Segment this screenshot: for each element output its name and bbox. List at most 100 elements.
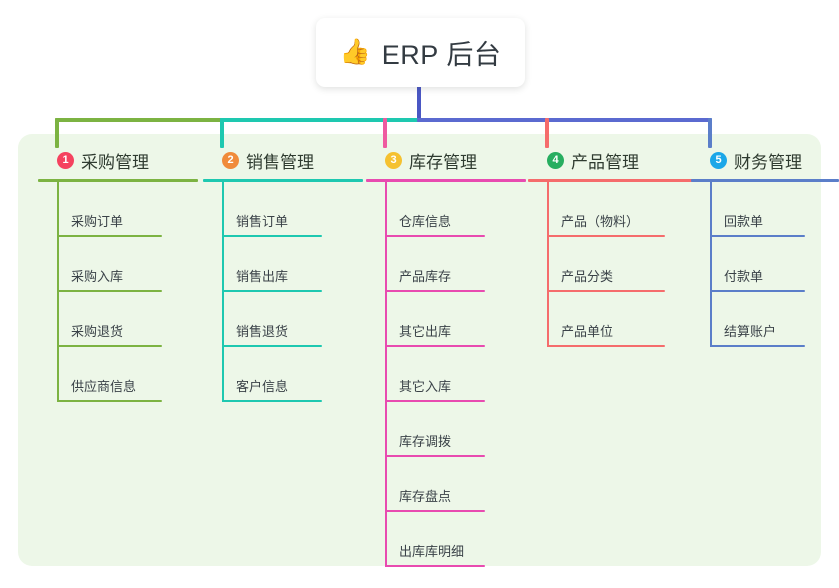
root-node-title: ERP 后台 bbox=[381, 40, 502, 70]
branch-item-label: 采购订单 bbox=[71, 214, 124, 229]
branch-spine bbox=[385, 182, 387, 567]
diagram-panel bbox=[18, 134, 821, 566]
branch-header-rule bbox=[366, 179, 526, 182]
branch-item[interactable]: 客户信息 bbox=[203, 347, 363, 402]
branch-item[interactable]: 销售订单 bbox=[203, 182, 363, 237]
branch-header-财务管理[interactable]: 5 财务管理 bbox=[691, 148, 839, 172]
branch-header-rule bbox=[691, 179, 839, 182]
branch-item-rule bbox=[385, 235, 485, 237]
branch-item-list: 产品（物料） 产品分类产品单位 bbox=[528, 182, 698, 347]
branch-item-rule bbox=[385, 290, 485, 292]
branch-item[interactable]: 其它入库 bbox=[366, 347, 526, 402]
branch-title: 销售管理 bbox=[246, 152, 314, 172]
branch-column-财务管理[interactable]: 5 财务管理回款单付款单结算账户 bbox=[691, 148, 839, 347]
branch-number-badge: 3 bbox=[385, 151, 402, 169]
branch-header-rule bbox=[203, 179, 363, 182]
branch-item[interactable]: 出库库明细 bbox=[366, 512, 526, 567]
branch-item-label: 仓库信息 bbox=[399, 214, 452, 229]
branch-item-label: 其它出库 bbox=[399, 324, 452, 339]
branch-item-list: 采购订单采购入库采购退货供应商信息 bbox=[38, 182, 198, 402]
bus-segment-2 bbox=[220, 118, 421, 122]
branch-item-label: 产品单位 bbox=[561, 324, 614, 339]
branch-item-label: 供应商信息 bbox=[71, 379, 137, 394]
branch-item-rule bbox=[222, 290, 322, 292]
branch-number-badge: 5 bbox=[710, 151, 727, 169]
branch-item[interactable]: 付款单 bbox=[691, 237, 839, 292]
thumbs-up-icon: 👍 bbox=[339, 38, 371, 66]
branch-header-库存管理[interactable]: 3 库存管理 bbox=[366, 148, 526, 172]
branch-item[interactable]: 库存调拨 bbox=[366, 402, 526, 457]
branch-header-采购管理[interactable]: 1 采购管理 bbox=[38, 148, 198, 172]
branch-item[interactable]: 产品（物料） bbox=[528, 182, 698, 237]
branch-item[interactable]: 其它出库 bbox=[366, 292, 526, 347]
branch-number-badge: 2 bbox=[222, 151, 239, 169]
branch-spine bbox=[710, 182, 712, 347]
branch-item[interactable]: 回款单 bbox=[691, 182, 839, 237]
branch-item[interactable]: 采购入库 bbox=[38, 237, 198, 292]
branch-item-rule bbox=[710, 235, 805, 237]
branch-item[interactable]: 产品分类 bbox=[528, 237, 698, 292]
drop-connector-1 bbox=[55, 118, 59, 148]
branch-title: 采购管理 bbox=[81, 152, 149, 172]
branch-item-label: 产品分类 bbox=[561, 269, 614, 284]
branch-item-label: 付款单 bbox=[724, 269, 764, 284]
branch-item[interactable]: 结算账户 bbox=[691, 292, 839, 347]
branch-item[interactable]: 采购订单 bbox=[38, 182, 198, 237]
branch-item[interactable]: 产品库存 bbox=[366, 237, 526, 292]
branch-item-label: 销售退货 bbox=[236, 324, 289, 339]
branch-title: 产品管理 bbox=[571, 152, 639, 172]
branch-number-badge: 4 bbox=[547, 151, 564, 169]
branch-item[interactable]: 采购退货 bbox=[38, 292, 198, 347]
branch-item-rule bbox=[710, 290, 805, 292]
branch-column-销售管理[interactable]: 2 销售管理销售订单销售出库销售退货客户信息 bbox=[203, 148, 363, 402]
branch-item-rule bbox=[710, 345, 805, 347]
branch-item-list: 销售订单销售出库销售退货客户信息 bbox=[203, 182, 363, 402]
branch-header-销售管理[interactable]: 2 销售管理 bbox=[203, 148, 363, 172]
branch-item-list: 回款单付款单结算账户 bbox=[691, 182, 839, 347]
branch-item-label: 产品库存 bbox=[399, 269, 452, 284]
drop-connector-4 bbox=[545, 118, 549, 148]
branch-column-库存管理[interactable]: 3 库存管理仓库信息产品库存其它出库其它入库库存调拨库存盘点出库库明细 bbox=[366, 148, 526, 567]
branch-item-rule bbox=[57, 345, 162, 347]
branch-item[interactable]: 销售出库 bbox=[203, 237, 363, 292]
drop-connector-2 bbox=[220, 118, 224, 148]
branch-item[interactable]: 销售退货 bbox=[203, 292, 363, 347]
branch-item-label: 出库库明细 bbox=[399, 544, 465, 559]
branch-item-rule bbox=[57, 400, 162, 402]
branch-item[interactable]: 库存盘点 bbox=[366, 457, 526, 512]
branch-item-label: 库存调拨 bbox=[399, 434, 452, 449]
branch-item-label: 产品（物料） bbox=[561, 214, 640, 229]
branch-item[interactable]: 供应商信息 bbox=[38, 347, 198, 402]
branch-item-label: 销售出库 bbox=[236, 269, 289, 284]
branch-item-rule bbox=[385, 400, 485, 402]
bus-segment-3 bbox=[417, 118, 712, 122]
branch-header-产品管理[interactable]: 4 产品管理 bbox=[528, 148, 698, 172]
branch-item-label: 采购入库 bbox=[71, 269, 124, 284]
branch-title: 库存管理 bbox=[409, 152, 477, 172]
bus-segment-1 bbox=[55, 118, 224, 122]
branch-number-badge: 1 bbox=[57, 151, 74, 169]
branch-item-rule bbox=[547, 290, 665, 292]
branch-item-label: 客户信息 bbox=[236, 379, 289, 394]
branch-spine bbox=[57, 182, 59, 402]
branch-item[interactable]: 仓库信息 bbox=[366, 182, 526, 237]
branch-item-rule bbox=[57, 290, 162, 292]
drop-connector-5 bbox=[708, 118, 712, 148]
branch-item-list: 仓库信息产品库存其它出库其它入库库存调拨库存盘点出库库明细 bbox=[366, 182, 526, 567]
branch-item[interactable]: 产品单位 bbox=[528, 292, 698, 347]
branch-item-label: 销售订单 bbox=[236, 214, 289, 229]
branch-header-rule bbox=[38, 179, 198, 182]
branch-item-rule bbox=[222, 235, 322, 237]
branch-spine bbox=[222, 182, 224, 402]
branch-item-rule bbox=[547, 235, 665, 237]
drop-connector-3 bbox=[383, 118, 387, 148]
branch-column-产品管理[interactable]: 4 产品管理产品（物料） 产品分类产品单位 bbox=[528, 148, 698, 347]
branch-item-rule bbox=[222, 345, 322, 347]
branch-column-采购管理[interactable]: 1 采购管理采购订单采购入库采购退货供应商信息 bbox=[38, 148, 198, 402]
root-stem-connector bbox=[417, 84, 421, 122]
root-node-content: 👍 ERP 后台 bbox=[340, 33, 502, 72]
branch-item-rule bbox=[547, 345, 665, 347]
root-node-card[interactable]: 👍 ERP 后台 bbox=[316, 18, 525, 87]
branch-title: 财务管理 bbox=[734, 152, 802, 172]
branch-item-rule bbox=[57, 235, 162, 237]
